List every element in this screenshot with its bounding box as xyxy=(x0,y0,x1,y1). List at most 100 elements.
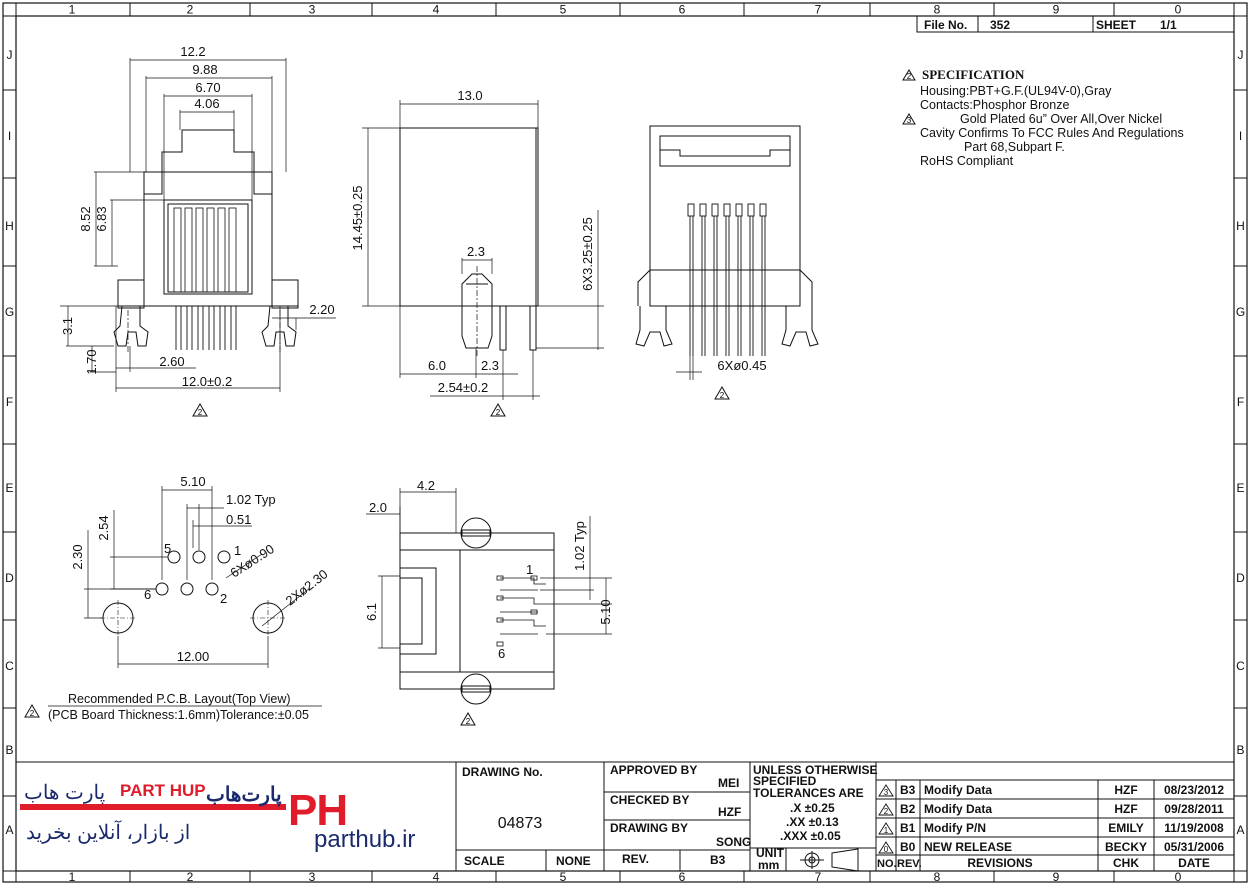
dim-1-02-typ: 1.02 Typ xyxy=(226,492,276,507)
sheet-value: 1/1 xyxy=(1160,18,1177,32)
logo-ph-mark: PH xyxy=(288,786,348,835)
file-no-label: File No. xyxy=(924,18,967,32)
dim-2-0: 2.0 xyxy=(369,500,387,515)
zone-letter-left: D xyxy=(5,571,14,585)
revision-date: 09/28/2011 xyxy=(1164,802,1224,816)
dim-2-3-bottom: 2.3 xyxy=(481,358,499,373)
zone-number-bottom: 2 xyxy=(187,870,194,884)
dim-6-70: 6.70 xyxy=(195,80,220,95)
dim-4-06: 4.06 xyxy=(194,96,219,111)
dim-4-2: 4.2 xyxy=(417,478,435,493)
pin-label-6: 6 xyxy=(144,587,151,602)
back-view xyxy=(635,125,819,380)
pin-label-5: 5 xyxy=(164,541,171,556)
dim-3-1: 3.1 xyxy=(60,317,75,335)
zone-number-top: 4 xyxy=(433,3,440,17)
revision-chk: BECKY xyxy=(1105,840,1147,854)
revision-no: 3 xyxy=(884,788,889,797)
zone-letter-left: A xyxy=(5,823,13,837)
revision-chk: EMILY xyxy=(1108,821,1144,835)
logo-english-name: PART HUP xyxy=(120,781,206,800)
zone-letter-right: H xyxy=(1236,219,1245,233)
revision-triangle-icon: 2 xyxy=(902,69,916,81)
zone-letter-right: J xyxy=(1238,48,1244,62)
zone-letter-left: E xyxy=(5,481,13,495)
dim-2x-2-30: 2Xø2.30 xyxy=(283,566,331,608)
spec-part68: Part 68,Subpart F. xyxy=(964,140,1065,154)
zone-number-top: 8 xyxy=(934,3,941,17)
zone-number-bottom: 7 xyxy=(815,870,822,884)
front-view xyxy=(60,58,336,392)
zone-letter-right: F xyxy=(1237,395,1244,409)
approved-value: MEI xyxy=(718,776,739,790)
tolerance-line-2: SPECIFIED xyxy=(753,774,817,788)
zone-letter-left: B xyxy=(5,743,13,757)
zone-number-top: 9 xyxy=(1053,3,1060,17)
zone-letter-left: H xyxy=(5,219,14,233)
dim-6x3-25: 6X3.25±0.25 xyxy=(580,217,595,291)
revision-triangle-icon: 3 xyxy=(902,113,916,125)
zone-number-top: 0 xyxy=(1175,3,1182,17)
tolerance-xxx: .XXX ±0.05 xyxy=(780,829,841,843)
spec-housing: Housing:PBT+G.F.(UL94V-0),Gray xyxy=(920,84,1112,98)
scale-label: SCALE xyxy=(464,854,505,868)
revision-rev: B1 xyxy=(900,821,916,835)
svg-text:2: 2 xyxy=(30,709,35,718)
svg-text:2: 2 xyxy=(466,717,471,726)
revision-triangle-icon: 2 xyxy=(192,403,208,417)
dim-12-2: 12.2 xyxy=(180,44,205,59)
checked-value: HZF xyxy=(718,805,741,819)
rev-label: REV. xyxy=(622,852,649,866)
logo-underline xyxy=(20,804,286,810)
rev-header-rev: REV. xyxy=(897,858,922,870)
revision-date: 08/23/2012 xyxy=(1164,783,1224,797)
rev-header-chk: CHK xyxy=(1113,856,1139,870)
zone-letter-right: A xyxy=(1236,823,1244,837)
revision-rev: B3 xyxy=(900,783,916,797)
scale-value: NONE xyxy=(556,854,591,868)
revision-date: 05/31/2006 xyxy=(1164,840,1224,854)
zone-letter-left: C xyxy=(5,659,14,673)
top-pin-label-1: 1 xyxy=(526,562,533,577)
dim-5-10-top: 5.10 xyxy=(598,599,613,624)
svg-text:2: 2 xyxy=(198,408,203,417)
pin-label-1: 1 xyxy=(234,543,241,558)
revision-rev: B0 xyxy=(900,840,916,854)
pcb-caption-2: (PCB Board Thickness:1.6mm)Tolerance:±0.… xyxy=(48,708,309,722)
svg-text:2: 2 xyxy=(907,72,912,81)
revision-chk: HZF xyxy=(1114,783,1137,797)
zone-letter-left: J xyxy=(7,48,13,62)
revision-date: 11/19/2008 xyxy=(1164,821,1224,835)
zone-number-bottom: 3 xyxy=(309,870,316,884)
revision-no: 1 xyxy=(884,826,889,835)
dim-12-0: 12.0±0.2 xyxy=(182,374,233,389)
zone-number-bottom: 5 xyxy=(560,870,567,884)
revision-triangle-icon: 2 xyxy=(460,712,476,726)
spec-contacts: Contacts:Phosphor Bronze xyxy=(920,98,1070,112)
logo-persian-name: پارت هاب xyxy=(24,782,106,804)
pin-label-2: 2 xyxy=(220,591,227,606)
rev-header-no: NO. xyxy=(877,858,897,870)
revision-no: 0 xyxy=(884,845,889,854)
zone-letter-right: I xyxy=(1239,129,1242,143)
zone-number-top: 2 xyxy=(187,3,194,17)
zone-number-bottom: 1 xyxy=(69,870,76,884)
zone-letter-right: B xyxy=(1236,743,1244,757)
dim-8-52: 8.52 xyxy=(78,206,93,231)
dim-9-88: 9.88 xyxy=(192,62,217,77)
spec-rohs: RoHS Compliant xyxy=(920,154,1014,168)
zone-number-top: 3 xyxy=(309,3,316,17)
pcb-caption-1: Recommended P.C.B. Layout(Top View) xyxy=(68,692,291,706)
tolerance-xx: .XX ±0.13 xyxy=(786,815,839,829)
rev-header-date: DATE xyxy=(1178,856,1210,870)
zone-letter-right: E xyxy=(1236,481,1244,495)
unit-value: mm xyxy=(758,858,779,872)
zone-number-bottom: 9 xyxy=(1053,870,1060,884)
zone-number-top: 6 xyxy=(679,3,686,17)
dim-2-54: 2.54±0.2 xyxy=(438,380,489,395)
pcb-layout xyxy=(84,486,311,668)
tolerance-line-3: TOLERANCES ARE xyxy=(753,786,864,800)
tolerance-line-1: UNLESS OTHERWISE xyxy=(753,763,877,777)
dim-14-45: 14.45±0.25 xyxy=(350,186,365,251)
